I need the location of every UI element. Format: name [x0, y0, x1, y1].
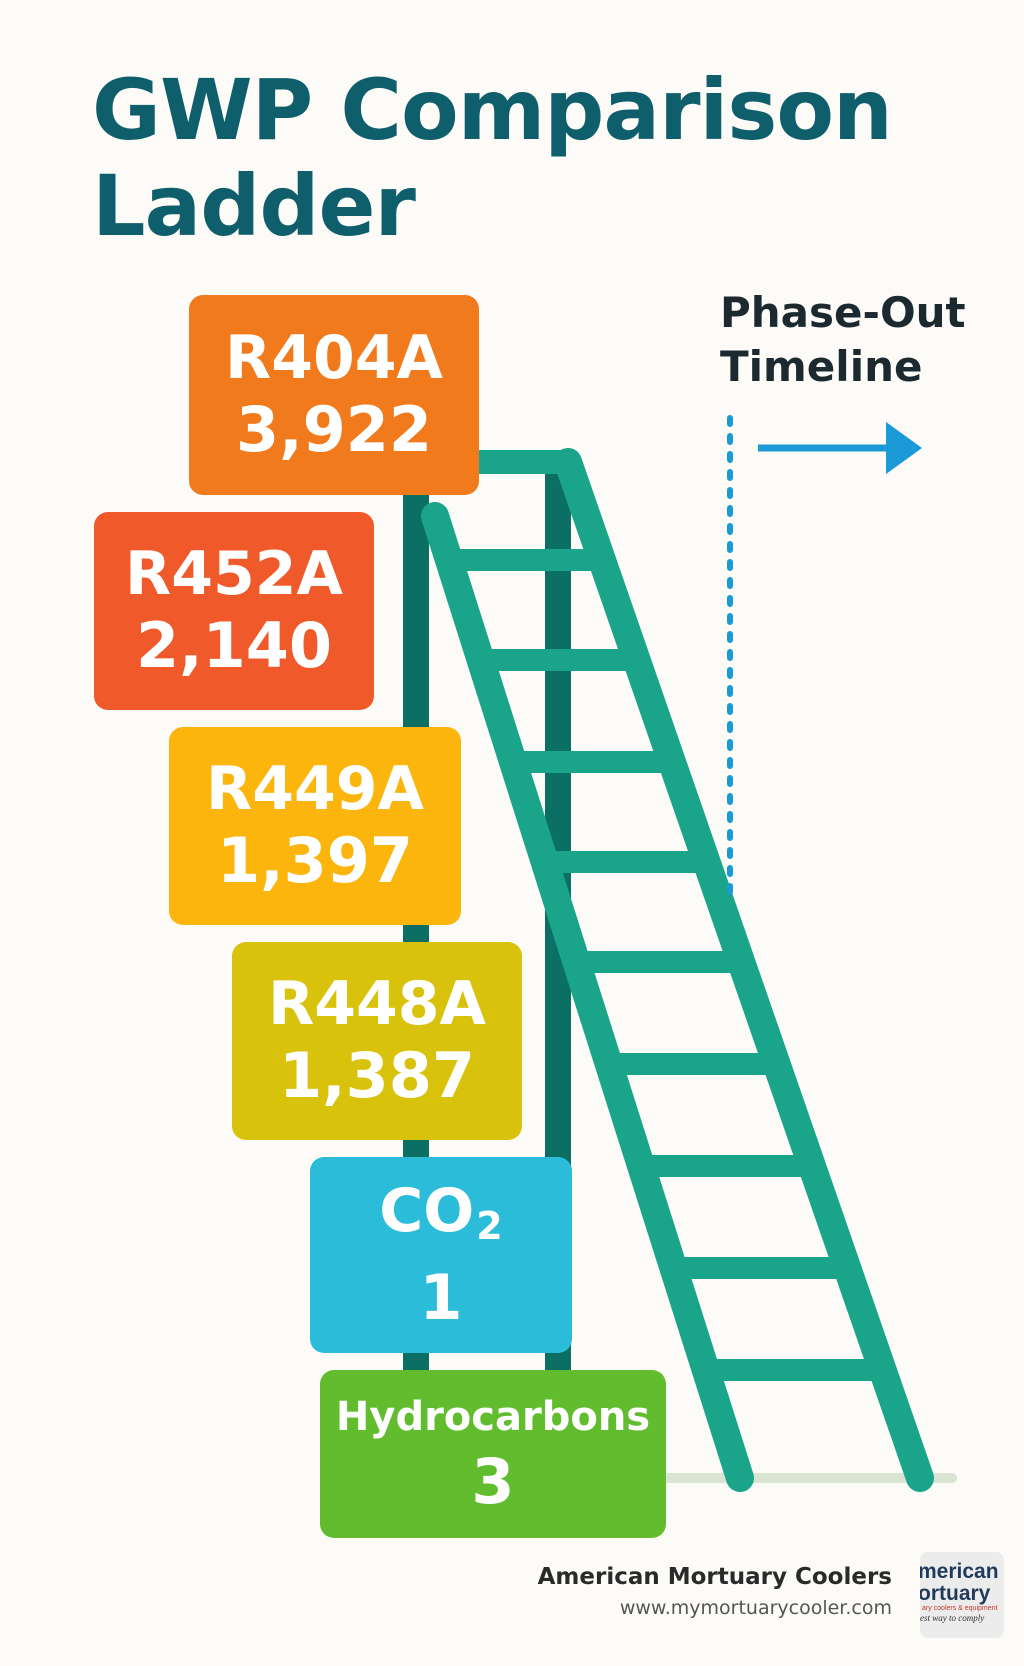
page-title: GWP Comparison Ladder: [92, 62, 992, 254]
logo-line-4: est way to comply: [920, 1613, 984, 1623]
refrigerant-box-r448a: R448A 1,387: [232, 942, 522, 1140]
ladder-front-left-rail: [421, 502, 754, 1492]
refrigerant-box-hydrocarbons: Hydrocarbons 3: [320, 1370, 666, 1538]
logo-line-3: ary coolers & equipment: [922, 1605, 998, 1612]
timeline-arrow-head-icon: [886, 422, 922, 474]
phase-out-timeline-label: Phase-Out Timeline: [720, 286, 1010, 394]
refrigerant-name: R448A: [268, 969, 486, 1039]
refrigerant-name: R404A: [225, 323, 443, 393]
title-line-1: GWP Comparison: [92, 61, 893, 159]
timeline-label-line-1: Phase-Out: [720, 288, 966, 337]
refrigerant-gwp-value: 3: [471, 1445, 515, 1518]
company-logo: merican ortuary ary coolers & equipment …: [920, 1552, 1004, 1638]
refrigerant-gwp-value: 1,397: [216, 824, 414, 897]
footer-brand-name: American Mortuary Coolers: [537, 1564, 892, 1590]
refrigerant-gwp-value: 3,922: [235, 393, 433, 466]
timeline-label-line-2: Timeline: [720, 342, 923, 391]
ladder-front-right-rail: [554, 448, 934, 1492]
logo-line-1: merican: [920, 1560, 999, 1583]
refrigerant-name: R452A: [125, 539, 343, 609]
title-line-2: Ladder: [92, 157, 416, 255]
logo-line-2: ortuary: [920, 1582, 991, 1605]
refrigerant-name-subscript: 2: [476, 1203, 503, 1248]
refrigerant-gwp-value: 2,140: [135, 609, 333, 682]
refrigerant-gwp-value: 1,387: [278, 1039, 476, 1112]
refrigerant-box-co2: CO2 1: [310, 1157, 572, 1353]
footer-branding: American Mortuary Coolers www.mymortuary…: [538, 1561, 892, 1623]
footer-url: www.mymortuarycooler.com: [619, 1597, 892, 1619]
refrigerant-name: CO2: [379, 1176, 503, 1261]
refrigerant-name-base: CO: [379, 1175, 475, 1246]
refrigerant-name: Hydrocarbons: [335, 1394, 651, 1440]
refrigerant-name: R449A: [206, 754, 424, 824]
refrigerant-box-r452a: R452A 2,140: [94, 512, 374, 710]
refrigerant-box-r449a: R449A 1,397: [169, 727, 461, 925]
refrigerant-gwp-value: 1: [419, 1260, 463, 1334]
refrigerant-box-r404a: R404A 3,922: [189, 295, 479, 495]
ladder-rungs: [448, 549, 883, 1381]
